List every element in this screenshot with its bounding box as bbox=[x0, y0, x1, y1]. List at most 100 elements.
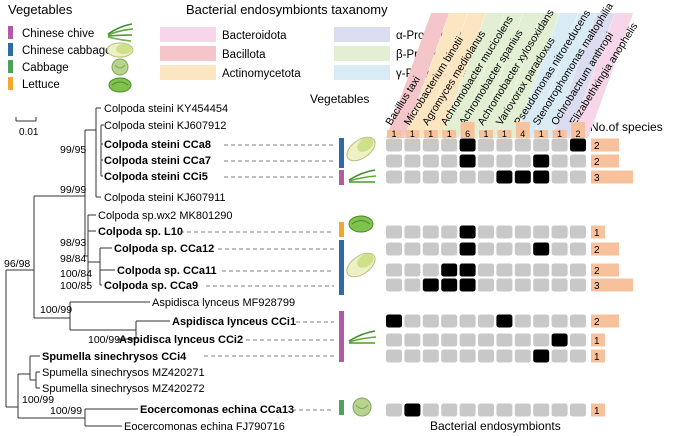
taxon-labels: Colpoda steini KY454454 Colpoda steini K… bbox=[42, 103, 296, 433]
column-count-box bbox=[442, 130, 457, 138]
matrix-cell-absent bbox=[386, 263, 402, 277]
column-count: 1 bbox=[483, 129, 488, 139]
matrix-cell-absent bbox=[386, 278, 402, 292]
species-count-box bbox=[591, 263, 619, 277]
taxon-label: Colpoda sp. CCa11 bbox=[117, 265, 217, 277]
column-count-box bbox=[405, 130, 420, 138]
bacteria-header-band bbox=[551, 13, 615, 138]
matrix-cell-absent bbox=[551, 170, 568, 184]
chinese-cabbage-swatch bbox=[8, 43, 13, 56]
bacteria-header-band bbox=[404, 13, 468, 138]
matrix-cell-absent bbox=[496, 278, 513, 292]
support-value: 100/99 bbox=[50, 405, 82, 417]
support-value: 98/93 bbox=[60, 237, 86, 249]
bacillota-swatch bbox=[160, 46, 216, 61]
taxon-label: Colpoda steini CCa8 bbox=[104, 139, 211, 151]
matrix-cell-absent bbox=[422, 242, 439, 256]
matrix-cell-absent bbox=[386, 333, 402, 347]
chive-swatch bbox=[8, 26, 13, 39]
column-count: 1 bbox=[428, 129, 433, 139]
column-count: 2 bbox=[575, 129, 580, 139]
matrix-cell-absent bbox=[386, 242, 402, 256]
chive-icon bbox=[107, 23, 134, 42]
matrix-cell-present bbox=[386, 314, 402, 328]
beta-proteobacteria-swatch bbox=[334, 46, 390, 61]
matrix-cell-absent bbox=[441, 314, 458, 328]
chive-bar bbox=[339, 311, 344, 362]
matrix-cell-absent bbox=[514, 278, 531, 292]
bacteria-header-band bbox=[422, 13, 486, 138]
chinese-cabbage-icon bbox=[346, 252, 376, 278]
cabbage-icon bbox=[111, 58, 129, 76]
matrix-cell-present bbox=[514, 170, 531, 184]
matrix-cell-present bbox=[404, 403, 421, 417]
matrix-cell-absent bbox=[404, 314, 421, 328]
matrix-cell-absent bbox=[459, 314, 476, 328]
matrix-cell-absent bbox=[422, 314, 439, 328]
support-value: 99/99 bbox=[60, 184, 86, 196]
matrix-cell-present bbox=[533, 349, 550, 363]
column-count-box bbox=[497, 130, 512, 138]
matrix-cell-absent bbox=[404, 154, 421, 168]
actinomycetota-label: Actinomycetota bbox=[222, 68, 301, 80]
matrix-cell-absent bbox=[496, 242, 513, 256]
taxon-label: Colpoda sp. CCa9 bbox=[104, 280, 198, 292]
chinese-cabbage-legend-label: Chinese cabbage bbox=[22, 45, 112, 57]
matrix-cell-absent bbox=[441, 333, 458, 347]
species-count: 2 bbox=[594, 157, 600, 168]
matrix-cell-absent bbox=[533, 138, 550, 152]
species-count-box bbox=[591, 314, 619, 328]
lettuce-legend-label: Lettuce bbox=[22, 79, 60, 91]
matrix-cell-absent bbox=[570, 242, 586, 256]
matrix-cell-absent bbox=[551, 349, 568, 363]
column-count: 1 bbox=[391, 129, 396, 139]
species-count-box bbox=[591, 333, 605, 347]
matrix-cell-absent bbox=[551, 263, 568, 277]
matrix-cell-absent bbox=[422, 154, 439, 168]
matrix-cell-present bbox=[533, 154, 550, 168]
species-count: 3 bbox=[594, 173, 600, 184]
support-value: 100/99 bbox=[22, 394, 54, 406]
matrix-cell-absent bbox=[514, 314, 531, 328]
matrix-cell-absent bbox=[386, 225, 402, 239]
matrix-cell-absent bbox=[514, 403, 531, 417]
matrix-cell-present bbox=[533, 170, 550, 184]
species-count-box bbox=[591, 278, 633, 292]
bacteria-header-band bbox=[386, 13, 450, 138]
column-count-box bbox=[534, 130, 549, 138]
matrix-cell-absent bbox=[570, 225, 586, 239]
matrix-cell-absent bbox=[570, 170, 586, 184]
taxon-label: Spumella sinechrysos MZ420272 bbox=[42, 383, 205, 395]
taxonomy-legend-title: Bacterial endosymbionts taxanomy bbox=[186, 2, 388, 17]
matrix-cell-absent bbox=[533, 333, 550, 347]
support-value: 98/84 bbox=[60, 253, 86, 265]
bacteroidota-swatch bbox=[160, 27, 216, 42]
lettuce-icon bbox=[108, 77, 132, 93]
matrix-cell-absent bbox=[386, 403, 402, 417]
chive-icon bbox=[348, 330, 377, 344]
column-count-box bbox=[387, 130, 401, 138]
species-count: 2 bbox=[594, 245, 600, 256]
matrix-cell-absent bbox=[570, 278, 586, 292]
matrix-cell-absent bbox=[441, 170, 458, 184]
matrix-cell-absent bbox=[496, 225, 513, 239]
matrix-cell-absent bbox=[533, 278, 550, 292]
cabbage-icon bbox=[352, 397, 372, 417]
vegetable-bars: Vegetables bbox=[310, 92, 369, 415]
matrix-cell-absent bbox=[570, 333, 586, 347]
column-count-box bbox=[460, 122, 475, 138]
matrix-cell-absent bbox=[551, 314, 568, 328]
matrix-cell-absent bbox=[478, 314, 494, 328]
species-count-box bbox=[591, 138, 619, 152]
matrix-cell-absent bbox=[478, 278, 494, 292]
matrix-cell-absent bbox=[496, 349, 513, 363]
matrix-cell-absent bbox=[478, 349, 494, 363]
bacteria-header-band bbox=[496, 13, 560, 138]
cabbage-legend-label: Cabbage bbox=[22, 62, 69, 74]
matrix-cell-absent bbox=[570, 349, 586, 363]
matrix-cell-absent bbox=[404, 263, 421, 277]
matrix-cell-present bbox=[496, 314, 513, 328]
species-count-box bbox=[591, 154, 619, 168]
